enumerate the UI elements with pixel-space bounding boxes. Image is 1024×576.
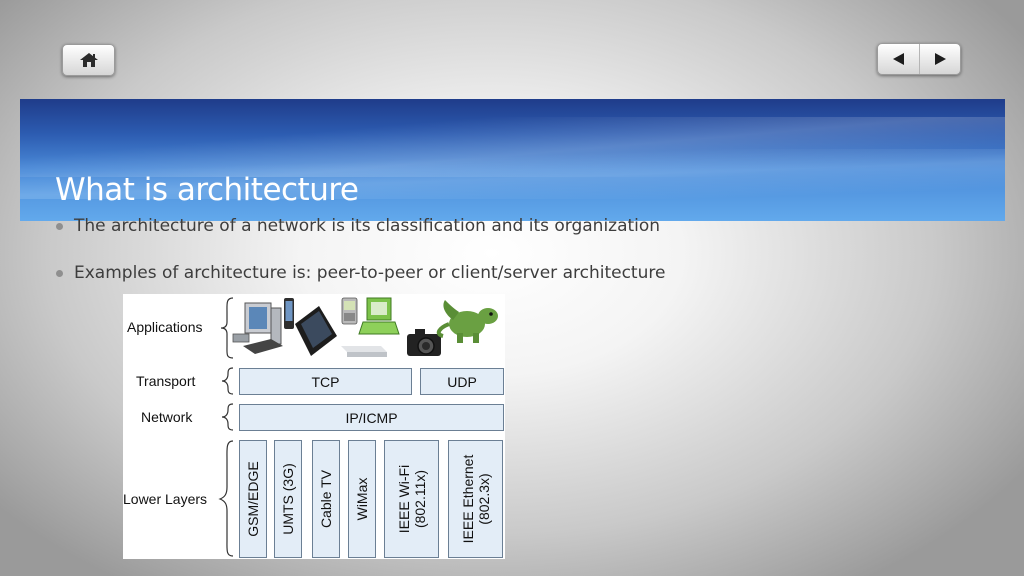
laptop-icon xyxy=(358,297,400,335)
phone-icon xyxy=(284,298,294,329)
lower-box-line2: (802.11x) xyxy=(411,469,428,529)
bullet-item: Examples of architecture is: peer-to-pee… xyxy=(56,261,665,285)
lower-box-line2: (802.3x) xyxy=(475,473,492,525)
lower-box-line1: IEEE Wi-Fi xyxy=(395,464,412,534)
lower-box-line1: UMTS (3G) xyxy=(280,463,296,535)
home-icon xyxy=(79,53,98,67)
lower-box-text: UMTS (3G) xyxy=(280,463,296,535)
protocol-stack-diagram: Applications Transport Network Lower Lay… xyxy=(123,294,505,559)
lower-box-cable-tv: Cable TV xyxy=(312,440,340,558)
robot-dinosaur-icon xyxy=(436,300,498,343)
diagram-graphics xyxy=(218,297,498,557)
lower-box-text: WiMax xyxy=(354,478,370,521)
desktop-computer-icon xyxy=(232,302,283,354)
triangle-left-icon xyxy=(892,53,904,65)
lower-box-line1: IEEE Ethernet xyxy=(459,454,476,544)
lower-box-line1: Cable TV xyxy=(318,469,334,529)
tcp-box: TCP xyxy=(239,368,412,395)
lower-box-text: Cable TV xyxy=(318,470,334,528)
title-band xyxy=(20,99,1005,221)
lower-box-text: IEEE Wi-Fi (802.11x) xyxy=(396,465,428,533)
slide-title: What is architecture xyxy=(55,172,359,208)
layer-label-lower: Lower Layers xyxy=(123,491,208,507)
pda-icon xyxy=(341,297,358,325)
camera-icon xyxy=(407,329,441,356)
triangle-right-icon xyxy=(934,53,946,65)
brace-applications xyxy=(220,297,234,359)
home-button[interactable] xyxy=(62,44,115,76)
prev-next-buttons xyxy=(877,43,961,75)
set-top-box-icon xyxy=(341,346,387,357)
bullet-item: The architecture of a network is its cla… xyxy=(56,214,665,238)
lower-box-wimax: WiMax xyxy=(348,440,376,558)
brace-network xyxy=(221,403,234,431)
lower-box-umts: UMTS (3G) xyxy=(274,440,302,558)
ip-icmp-box: IP/ICMP xyxy=(239,404,504,431)
next-button[interactable] xyxy=(920,44,960,74)
tablet-pc-icon xyxy=(295,306,337,356)
layer-label-network: Network xyxy=(141,409,193,425)
lower-box-wifi: IEEE Wi-Fi (802.11x) xyxy=(384,440,439,558)
layer-label-applications: Applications xyxy=(127,319,203,335)
prev-button[interactable] xyxy=(879,44,920,74)
lower-box-text: IEEE Ethernet (802.3x) xyxy=(460,455,492,544)
lower-box-gsm-edge: GSM/EDGE xyxy=(239,440,267,558)
brace-transport xyxy=(221,367,234,395)
lower-box-ethernet: IEEE Ethernet (802.3x) xyxy=(448,440,503,558)
lower-box-line1: WiMax xyxy=(354,477,370,521)
layer-label-transport: Transport xyxy=(136,373,196,389)
udp-box: UDP xyxy=(420,368,504,395)
bullet-list: The architecture of a network is its cla… xyxy=(56,214,665,285)
brace-lower xyxy=(218,440,234,557)
lower-box-text: GSM/EDGE xyxy=(245,461,261,536)
lower-box-line1: GSM/EDGE xyxy=(245,461,261,537)
